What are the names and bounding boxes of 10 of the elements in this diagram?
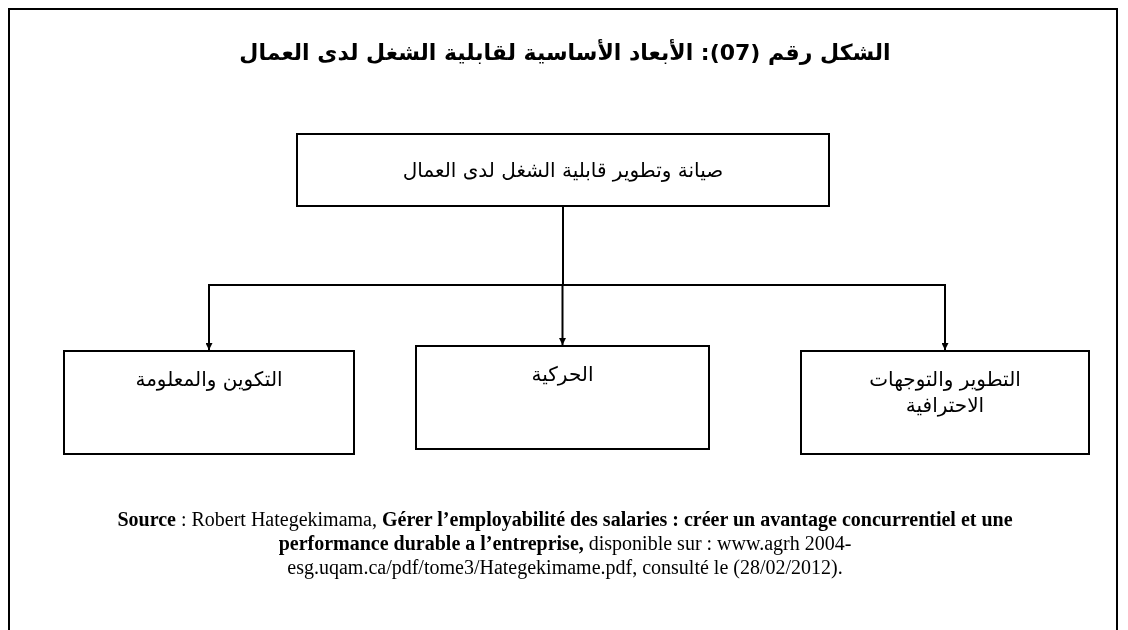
box-label: صيانة وتطوير قابلية الشغل لدى العمال [402, 157, 724, 183]
text-box [296, 133, 830, 207]
source-caption: Source : Robert Hategekimama, Gérer l’employabilité des salaries : créer un avantage concurrentiel et une performance durable a l’entreprise, disponible sur : www.agrh 2004-esg.uqam.ca/pdf/tome3/Hategekimame.pdf, consulté le (28/02/2012). [116, 507, 1014, 579]
text-box [63, 350, 355, 455]
text-box [800, 350, 1090, 455]
figure-title: الشكل رقم (07): الأبعاد الأساسية لقابلية الشغل لدى العمال [238, 40, 892, 65]
box-label: التطوير والتوجهات الاحترافية [868, 366, 1022, 418]
box-label: التكوين والمعلومة [135, 366, 283, 392]
text-box [415, 345, 710, 450]
box-label: الحركية [531, 361, 594, 387]
